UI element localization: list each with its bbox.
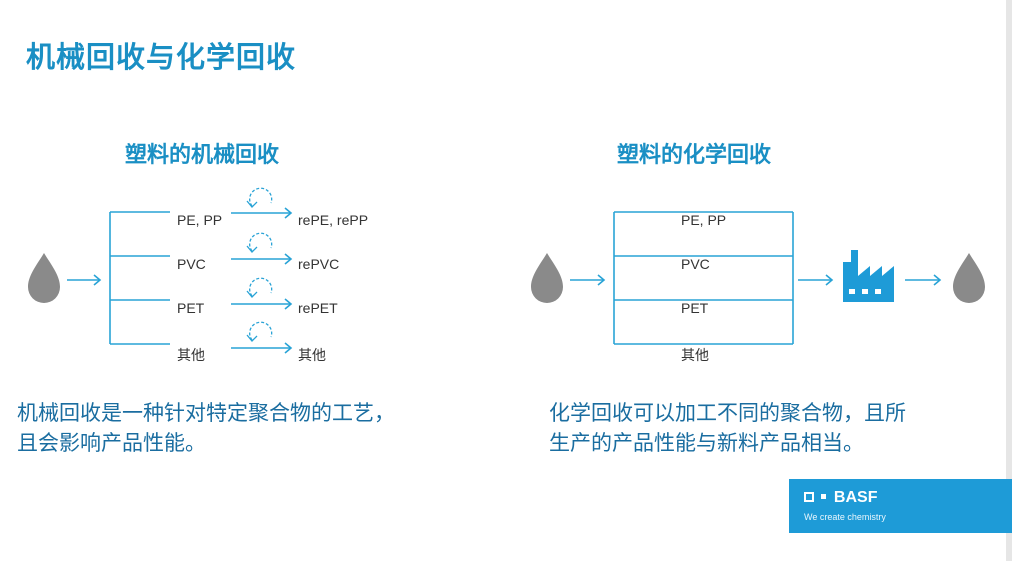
cycle-arrow-icon xyxy=(246,277,273,298)
mechanical-description-line: 机械回收是一种针对特定聚合物的工艺， xyxy=(17,401,395,425)
chem-input-label: PET xyxy=(681,300,709,316)
mech-input-label: PET xyxy=(177,300,205,316)
chemical-description: 化学回收可以加工不同的聚合物，且所 生产的产品性能与新料产品相当。 xyxy=(549,398,906,458)
mechanical-heading: 塑料的机械回收 xyxy=(125,143,280,168)
oil-drop-icon xyxy=(28,253,60,303)
basf-wordmark: BASF xyxy=(804,489,877,507)
mechanical-description: 机械回收是一种针对特定聚合物的工艺， 且会影响产品性能。 xyxy=(17,398,395,458)
chem-input-label: PVC xyxy=(681,256,710,272)
chem-input-label: 其他 xyxy=(681,347,709,363)
oil-drop-icon xyxy=(531,253,563,303)
right-edge-bar xyxy=(1006,0,1012,561)
mech-input-label: PE, PP xyxy=(177,212,223,228)
arrow-icon xyxy=(231,253,293,265)
mech-input-label: PVC xyxy=(177,256,206,272)
arrow-icon xyxy=(231,298,293,310)
factory-icon xyxy=(843,250,894,302)
arrow-icon xyxy=(905,274,942,286)
basf-dot-icon xyxy=(821,494,827,499)
chem-input-label: PE, PP xyxy=(681,212,727,228)
arrow-icon xyxy=(67,274,102,286)
arrow-icon xyxy=(798,274,834,286)
mech-output-label: rePVC xyxy=(298,256,340,272)
cycle-arrow-icon xyxy=(246,232,273,253)
basf-logo: BASF We create chemistry xyxy=(789,479,1012,533)
chemical-bracket xyxy=(613,211,794,345)
page-title: 机械回收与化学回收 xyxy=(26,40,297,74)
arrow-icon xyxy=(231,207,293,219)
chemical-heading: 塑料的化学回收 xyxy=(617,143,772,168)
mechanical-bracket xyxy=(109,211,170,345)
logo-name: BASF xyxy=(833,489,878,506)
basf-square-icon xyxy=(804,492,814,502)
chemical-description-line: 生产的产品性能与新料产品相当。 xyxy=(549,431,864,455)
chemical-description-line: 化学回收可以加工不同的聚合物，且所 xyxy=(549,401,906,425)
mechanical-description-line: 且会影响产品性能。 xyxy=(17,431,206,455)
mech-output-label: 其他 xyxy=(298,347,326,363)
mech-input-label: 其他 xyxy=(177,347,205,363)
arrow-icon xyxy=(570,274,606,286)
mech-output-label: rePET xyxy=(298,300,338,316)
arrow-icon xyxy=(231,342,293,354)
mech-output-label: rePE, rePP xyxy=(298,212,369,228)
cycle-arrow-icon xyxy=(246,321,273,342)
oil-drop-icon xyxy=(953,253,985,303)
logo-tagline: We create chemistry xyxy=(804,512,886,522)
cycle-arrow-icon xyxy=(246,187,273,208)
